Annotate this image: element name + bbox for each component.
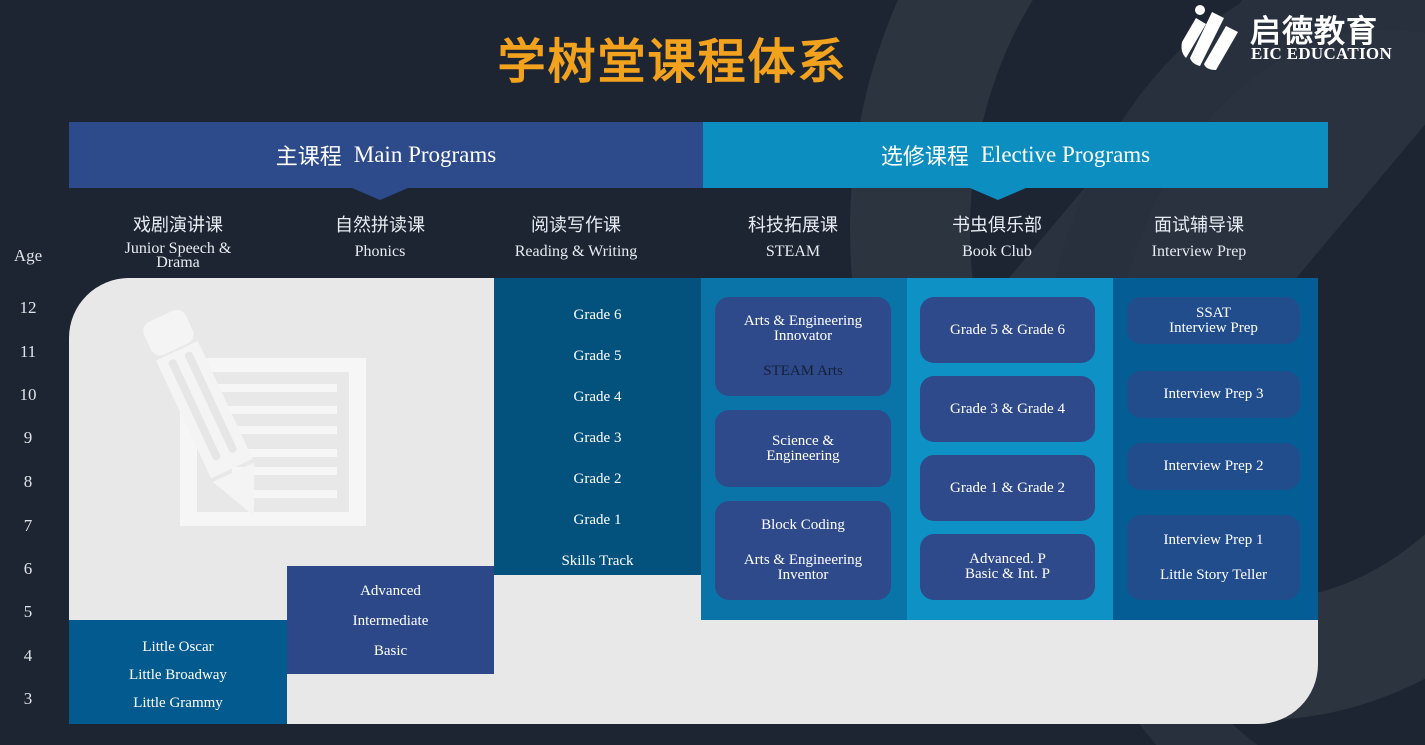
age-tick: 4 <box>23 646 33 665</box>
course-name: STEAM Arts <box>763 363 843 379</box>
reading-level: Grade 2 <box>573 471 622 487</box>
course-name: Arts & Engineering <box>743 552 863 568</box>
banner-pointer <box>352 188 408 200</box>
reading-level: Grade 5 <box>573 348 622 364</box>
course-name: Inventor <box>777 567 829 583</box>
interview-prep-column: SSAT Interview Prep Interview Prep 3 Int… <box>1113 278 1318 620</box>
age-tick: 9 <box>23 428 33 447</box>
column-header-phonics: 自然拼读课 Phonics <box>277 214 483 260</box>
column-header-en-line2: Drama <box>156 254 200 271</box>
age-tick: 12 <box>19 298 37 317</box>
column-header-cn: 自然拼读课 <box>335 215 425 236</box>
column-header-interview: 面试辅导课 Interview Prep <box>1096 214 1302 260</box>
age-tick: 10 <box>19 385 37 404</box>
age-tick: 3 <box>23 689 33 708</box>
book-club-course-box: Grade 5 & Grade 6 <box>920 297 1095 363</box>
drama-level: Little Grammy <box>133 695 223 711</box>
course-name: Interview Prep <box>1169 319 1258 336</box>
eic-logo-icon <box>1181 5 1238 70</box>
interview-course-box: SSAT Interview Prep <box>1127 297 1300 344</box>
course-name: Grade 1 & Grade 2 <box>950 479 1065 496</box>
age-tick: 6 <box>23 559 33 578</box>
course-name: Grade 5 & Grade 6 <box>950 321 1065 338</box>
column-header-cn: 科技拓展课 <box>748 215 838 236</box>
reading-level: Grade 3 <box>573 430 622 446</box>
column-header-en: Book Club <box>962 243 1032 260</box>
column-header-en-line1: Junior Speech & <box>124 240 232 257</box>
course-name: Engineering <box>766 447 840 464</box>
main-programs-banner: 主课程 Main Programs <box>69 122 703 200</box>
reading-level: Grade 6 <box>573 307 622 323</box>
book-club-course-box: Advanced. P Basic & Int. P <box>920 534 1095 600</box>
phonics-level: Advanced <box>360 583 421 599</box>
book-club-course-box: Grade 1 & Grade 2 <box>920 455 1095 521</box>
phonics-level: Basic <box>373 643 408 659</box>
column-header-cn: 阅读写作课 <box>531 215 621 236</box>
interview-course-box: Interview Prep 1 Little Story Teller <box>1127 515 1300 600</box>
book-club-course-box: Grade 3 & Grade 4 <box>920 376 1095 442</box>
course-name: Science & <box>771 432 835 449</box>
interview-course-box: Interview Prep 2 <box>1127 443 1300 490</box>
course-name: Innovator <box>773 328 833 344</box>
column-header-cn: 面试辅导课 <box>1154 215 1244 236</box>
course-name: Block Coding <box>761 517 845 533</box>
drama-block: Little Oscar Little Broadway Little Gram… <box>69 620 287 724</box>
course-name: Interview Prep 1 <box>1163 531 1264 548</box>
drama-level: Little Broadway <box>129 667 227 683</box>
pencil-document-icon <box>143 309 366 526</box>
age-tick: 8 <box>23 472 33 491</box>
course-name: Advanced. P <box>969 551 1046 567</box>
elective-programs-banner: 选修课程 Elective Programs <box>703 122 1328 200</box>
course-name: Little Story Teller <box>1160 566 1267 583</box>
course-name: Interview Prep 2 <box>1163 458 1264 474</box>
interview-course-box: Interview Prep 3 <box>1127 371 1300 418</box>
steam-course-box: Arts & Engineering Innovator STEAM Arts <box>715 297 891 396</box>
eic-logo: 启德教育 EIC EDUCATION <box>1166 2 1406 72</box>
column-header-cn: 戏剧演讲课 <box>133 215 223 236</box>
page-title: 学树堂课程体系 <box>497 34 848 90</box>
column-header-en: Phonics <box>354 243 406 260</box>
column-header-book-club: 书虫俱乐部 Book Club <box>894 214 1100 260</box>
reading-level: Grade 4 <box>573 389 622 405</box>
elective-programs-cn: 选修课程 <box>880 145 969 170</box>
elective-programs-en: Elective Programs <box>980 142 1151 167</box>
column-header-en: Junior Speech & Drama <box>75 240 281 271</box>
steam-column: Arts & Engineering Innovator STEAM Arts … <box>701 278 907 620</box>
drama-level: Little Oscar <box>142 639 214 655</box>
banner-pointer <box>970 188 1026 200</box>
course-name: Basic & Int. P <box>965 566 1050 582</box>
column-header-en: Interview Prep <box>1151 243 1247 260</box>
course-name: SSAT <box>1195 304 1232 321</box>
reading-level: Grade 1 <box>573 512 622 528</box>
age-tick: 11 <box>19 342 37 361</box>
age-tick: 7 <box>23 516 33 535</box>
column-header-reading: 阅读写作课 Reading & Writing <box>473 214 679 260</box>
reading-level: Skills Track <box>561 553 634 569</box>
main-programs-cn: 主课程 <box>275 145 342 170</box>
steam-course-box: Science & Engineering <box>715 410 891 487</box>
column-header-en: Reading & Writing <box>514 243 638 260</box>
phonics-level: Intermediate <box>352 613 429 629</box>
logo-english-text: EIC EDUCATION <box>1251 44 1393 63</box>
reading-writing-block: Grade 6 Grade 5 Grade 4 Grade 3 Grade 2 … <box>494 278 701 575</box>
phonics-block: Advanced Intermediate Basic <box>287 566 494 674</box>
column-header-steam: 科技拓展课 STEAM <box>690 214 896 260</box>
column-header-cn: 书虫俱乐部 <box>952 215 1042 236</box>
age-tick: 5 <box>23 602 33 621</box>
steam-course-box: Block Coding Arts & Engineering Inventor <box>715 501 891 600</box>
book-club-column: Grade 5 & Grade 6 Grade 3 & Grade 4 Grad… <box>907 278 1113 620</box>
course-name: Arts & Engineering <box>743 313 863 329</box>
main-programs-en: Main Programs <box>353 142 497 167</box>
logo-chinese-text: 启德教育 <box>1250 14 1378 50</box>
course-name: Grade 3 & Grade 4 <box>950 400 1065 417</box>
course-name: Interview Prep 3 <box>1163 386 1264 402</box>
column-header-en: STEAM <box>765 243 821 260</box>
column-header-drama: 戏剧演讲课 Junior Speech & Drama <box>75 214 281 271</box>
age-axis-label: Age <box>13 246 43 265</box>
